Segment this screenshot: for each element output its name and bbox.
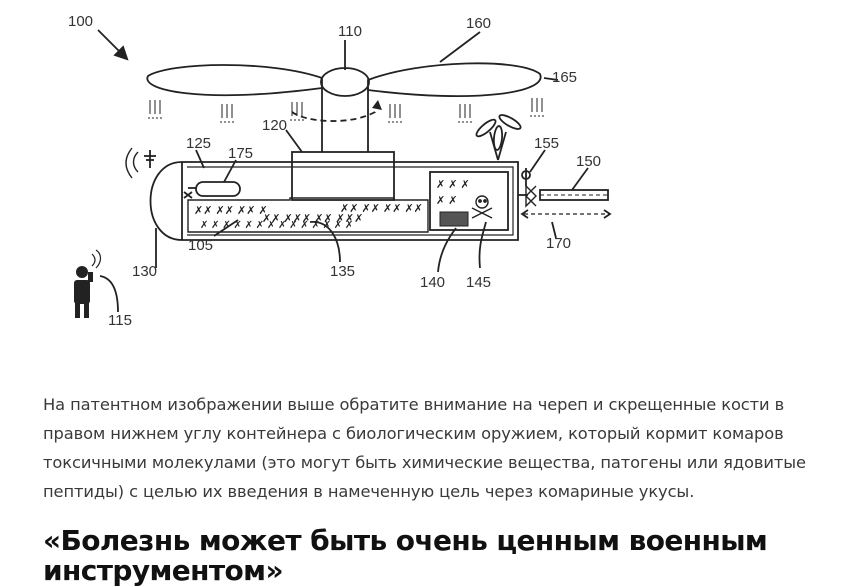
ref-label-115: 115 [108, 312, 132, 329]
ref-label-130: 130 [132, 263, 157, 280]
skull-crossbones-icon [471, 195, 493, 219]
ref-label-125: 125 [186, 135, 211, 152]
ref-label-105: 105 [188, 237, 213, 254]
left-rotor-blade [146, 64, 323, 97]
ref-label-155: 155 [534, 135, 559, 152]
ref-label-110: 110 [338, 23, 362, 40]
bioweapon-container [429, 171, 509, 231]
section-headline: «Болезнь может быть очень ценным военным… [43, 524, 768, 587]
ref-label-160: 160 [466, 15, 491, 32]
ref-label-135: 135 [330, 263, 355, 280]
patent-drone-figure: ✗✗ ✗✗ ✗✗ ✗ ✗✗ ✗✗✗ ✗✗ ✗✗✗ ✗✗ ✗✗ ✗✗ ✗✗ ✗ ✗… [68, 13, 612, 329]
ref-label-165: 165 [552, 69, 577, 86]
svg-text:✗ ✗ ✗: ✗ ✗ ✗ [436, 179, 470, 191]
svg-text:✗ ✗: ✗ ✗ [436, 195, 458, 207]
ref-label-145: 145 [466, 274, 491, 291]
wind-turbine [475, 118, 497, 138]
rotor-hub [320, 67, 370, 97]
rotation-arrow [291, 101, 379, 122]
ref-label-175: 175 [228, 145, 253, 162]
valve [525, 184, 537, 208]
svg-text:✗✗ ✗✗ ✗✗ ✗: ✗✗ ✗✗ ✗✗ ✗ [194, 205, 268, 217]
operator-person-icon [74, 266, 93, 318]
ref-label-100: 100 [68, 13, 93, 30]
ref-label-170: 170 [546, 235, 571, 252]
svg-text:✗✗ ✗✗ ✗✗ ✗✗: ✗✗ ✗✗ ✗✗ ✗✗ [340, 203, 423, 215]
engine-housing [291, 151, 395, 201]
ref-label-150: 150 [576, 153, 601, 170]
svg-text:✗✗ ✗✗✗ ✗✗ ✗✗✗: ✗✗ ✗✗✗ ✗✗ ✗✗✗ [262, 213, 363, 225]
gas-canister [195, 181, 241, 197]
svg-text:✗ ✗ ✗ ✗ ✗ ✗ ✗ ✗ ✗ ✗ ✗ ✗ ✗ ✗: ✗ ✗ ✗ ✗ ✗ ✗ ✗ ✗ ✗ ✗ ✗ ✗ ✗ ✗ [200, 220, 353, 231]
mosquito-swarm: ✗✗ ✗✗ ✗✗ ✗ ✗✗ ✗✗✗ ✗✗ ✗✗✗ ✗✗ ✗✗ ✗✗ ✗✗ ✗ ✗… [194, 179, 470, 231]
toxin-feeder [439, 211, 469, 227]
right-rotor-blade [367, 62, 542, 97]
ref-label-120: 120 [262, 117, 287, 134]
ref-label-140: 140 [420, 274, 445, 291]
figure-caption: На патентном изображении выше обратите в… [43, 395, 806, 501]
